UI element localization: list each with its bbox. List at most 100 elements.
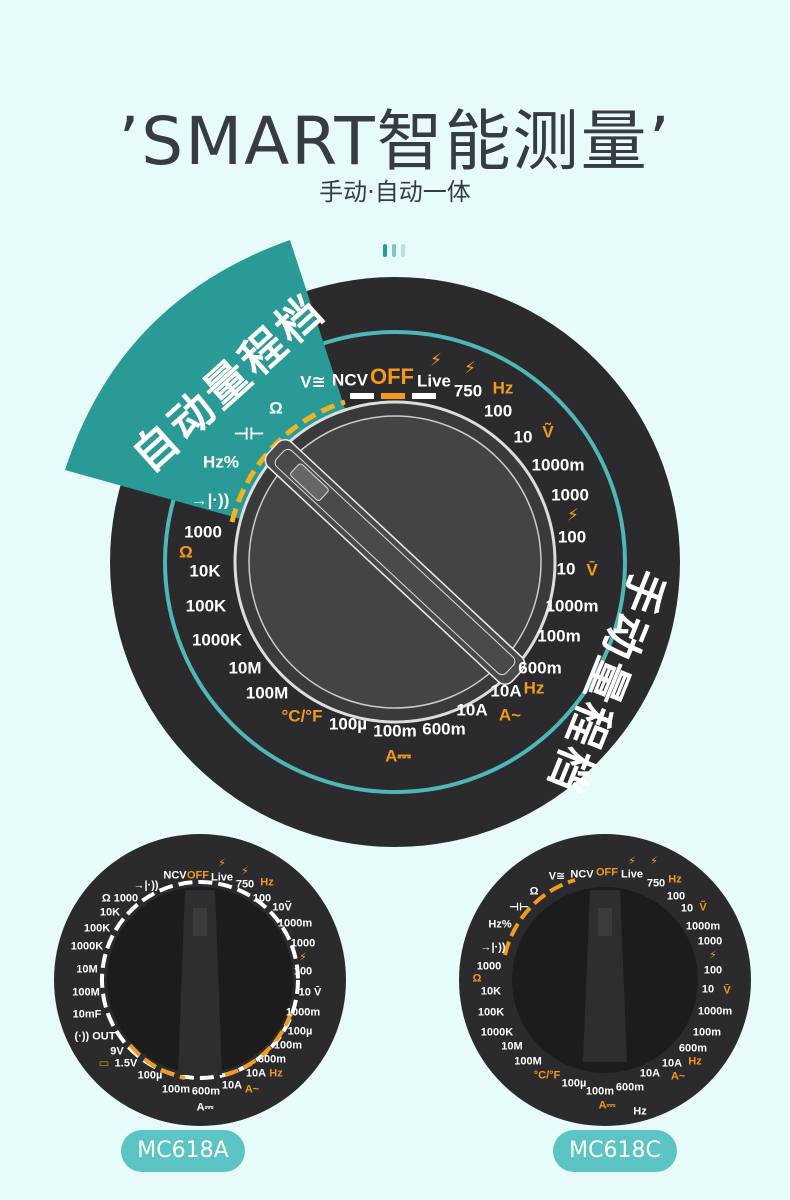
dial-label: 10K [480,985,502,998]
dial-label: Ω [269,398,283,418]
dial-label: 100µ [328,714,368,734]
dial-label: ⚡ [709,949,717,962]
dial-label: ⊣⊢ [233,424,265,444]
dial-label: →|·)) [480,941,506,954]
dial-label: 600m [422,719,466,739]
dial-label: V̄ [723,984,731,997]
dial-label: 1000K [480,1026,514,1039]
dial-label: ⚡ [650,855,658,868]
dial-label: Hz [492,378,514,398]
dial-label: 600m [257,1053,287,1066]
dial-label: 10K [189,561,221,581]
dial-label: A⎓ [385,746,411,766]
dial-label: →|·)) [133,879,159,892]
dial-label: 100M [72,986,100,999]
dial-label: 9V [110,1045,124,1058]
dial-label: V̄ [586,560,598,580]
dial-label: 100M [245,683,289,703]
dial-label: 750 [646,877,666,890]
dial-label: 100m [585,1085,615,1098]
model-badge-mc618a: MC618A [121,1130,245,1172]
dial-label: ▭ [98,1057,110,1070]
dial-label: 1.5V [114,1057,138,1070]
dial-label: ⚡ [430,350,442,370]
dial-label: 10A [456,700,488,720]
dial-label: 750 [235,878,255,891]
dial-label: Live [416,371,452,391]
dial-label: A~ [670,1070,686,1083]
mc618a-dial [54,834,346,1126]
dial-label: V≅ [300,372,326,392]
dial-label: 1000 [476,960,502,973]
dial-label: Ω [472,972,482,985]
dial-label: 1000 [290,937,316,950]
dial-label: 600m [615,1081,645,1094]
dial-label: 10A [639,1067,661,1080]
dial-label: 1000 [551,485,589,505]
dial-label: Ω 1000 [101,892,139,905]
dial-label: 100m [273,1039,303,1052]
dial-label: 1000m [685,920,721,933]
dial-label: 10 [513,427,533,447]
model-badge-mc618c: MC618C [553,1130,677,1172]
decorative-bars [383,244,405,257]
dial-label: 10mF [72,1008,102,1021]
dial-label: ⚡ [464,358,476,378]
dial-label: Ω [179,542,193,562]
dial-label: Hz [688,1055,702,1068]
mc618c-dial [459,834,751,1126]
large-dial [65,240,680,847]
dial-label: Hz [633,1105,647,1118]
dial-label: 1000K [191,630,243,650]
page-title: ’SMART智能测量’ [118,103,672,180]
dial-label: A~ [498,705,522,725]
dial-label: 100µ [561,1077,587,1090]
dial-label: ⚡ [628,855,636,868]
page-subtitle: 手动·自动一体 [319,178,471,206]
dial-label: 1000 [184,522,222,542]
dial-label: 600m [518,658,562,678]
dial-label: 1000m [545,596,599,616]
dial-label: A⎓ [598,1099,616,1112]
dial-label: 100K [477,1006,505,1019]
dial-label: 100µ [287,1025,313,1038]
dial-label: 1000m [531,455,585,475]
dial-label: 1000m [277,917,313,930]
dial-label: ⚡ [218,857,226,870]
dial-label: NCV [332,370,368,390]
dial-label: 100m [161,1083,191,1096]
dial-label: 100 [703,964,723,977]
dial-label: Hz [523,678,545,698]
dial-label: 600m [678,1042,708,1055]
dial-label: °C/°F [281,706,323,726]
dial-label: A⎓ [196,1101,214,1114]
dial-label: 1000K [70,940,104,953]
dial-label: 10A [661,1057,683,1070]
dial-label: OFF [596,866,618,879]
dial-label: OFF [187,869,209,882]
dial-label: Hz [269,1067,283,1080]
dial-label: Ṽ [699,901,707,914]
dial-label: Live [620,868,644,881]
dial-label: 750 [453,381,483,401]
dial-label: ⚡ [567,505,579,525]
dial-label: 1000m [697,1005,733,1018]
dial-label: 100 [483,401,513,421]
dial-label: 10 [680,902,694,915]
dial-label: 100 [666,890,686,903]
dial-label: 100K [185,596,227,616]
dial-label: 10 [556,559,576,579]
dial-label: Hz% [203,452,239,472]
dial-label: 10M [501,1040,523,1053]
dial-label: 10M [228,658,262,678]
dial-label: ⚡ [299,951,307,964]
dial-label: 10K [99,906,121,919]
dial-label: 10A [245,1067,267,1080]
dial-label: 1000 [697,935,723,948]
dial-label: 100m [373,721,417,741]
dial-label: ⊣⊢ [508,901,530,914]
dial-label: 100 [293,965,313,978]
dial-label: 10Ṽ [272,901,292,914]
dial-label: NCV [570,868,594,881]
